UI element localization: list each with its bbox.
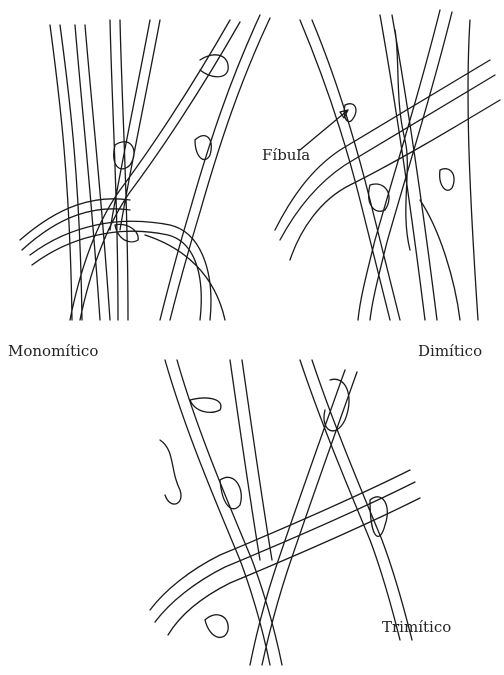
label-fibula: Fíbula [262,146,310,164]
label-dimitico: Dimítico [418,342,482,360]
dimitic-hyphae [275,10,500,320]
trimitic-hyphae [150,360,420,665]
label-trimitico: Trimítico [382,618,451,636]
monomitic-hyphae [20,15,270,320]
label-monomitico: Monomítico [8,342,98,360]
